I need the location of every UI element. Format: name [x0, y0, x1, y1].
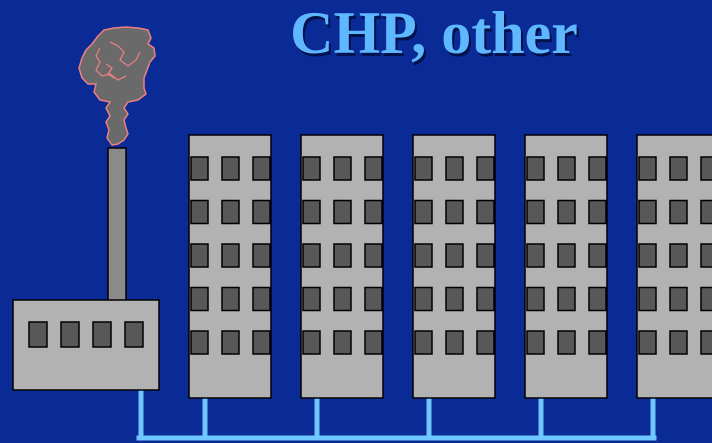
building-window [589, 331, 606, 354]
building-window [222, 331, 239, 354]
apartment-buildings [189, 135, 712, 398]
building-window [527, 157, 544, 180]
building-window [589, 201, 606, 224]
apartment-building [413, 135, 495, 398]
building-window [558, 288, 575, 311]
building-window [670, 288, 687, 311]
building-window [303, 201, 320, 224]
smoke-cloud [79, 27, 155, 145]
building-window [527, 244, 544, 267]
building-window [253, 244, 270, 267]
building-window [303, 331, 320, 354]
building-window [701, 201, 712, 224]
building-window [558, 157, 575, 180]
smoke-plume [79, 27, 155, 145]
building-window [365, 157, 382, 180]
building-window [701, 288, 712, 311]
building-window [191, 244, 208, 267]
building-window [191, 201, 208, 224]
plant-window [29, 322, 47, 347]
building-window [589, 157, 606, 180]
building-window [446, 244, 463, 267]
apartment-building [301, 135, 383, 398]
apartment-building [525, 135, 607, 398]
building-window [334, 288, 351, 311]
building-window [334, 331, 351, 354]
building-window [477, 157, 494, 180]
building-window [303, 244, 320, 267]
building-window [222, 201, 239, 224]
building-window [415, 331, 432, 354]
building-window [253, 201, 270, 224]
building-window [253, 331, 270, 354]
building-window [253, 288, 270, 311]
apartment-building [637, 135, 712, 398]
building-window [222, 288, 239, 311]
building-window [365, 244, 382, 267]
building-window [446, 288, 463, 311]
building-window [639, 244, 656, 267]
chp-power-plant [13, 300, 159, 390]
building-window [191, 331, 208, 354]
building-window [670, 201, 687, 224]
building-window [589, 288, 606, 311]
building-window [365, 288, 382, 311]
building-window [670, 244, 687, 267]
building-window [477, 288, 494, 311]
building-window [334, 201, 351, 224]
building-window [446, 201, 463, 224]
building-window [701, 331, 712, 354]
plant-window [93, 322, 111, 347]
building-window [303, 288, 320, 311]
building-window [701, 157, 712, 180]
building-window [334, 157, 351, 180]
building-window [477, 244, 494, 267]
building-window [670, 331, 687, 354]
building-window [527, 288, 544, 311]
building-window [191, 157, 208, 180]
building-window [477, 201, 494, 224]
building-window [558, 331, 575, 354]
building-window [415, 157, 432, 180]
building-window [222, 157, 239, 180]
building-window [639, 201, 656, 224]
building-window [365, 331, 382, 354]
building-window [558, 244, 575, 267]
building-window [701, 244, 712, 267]
building-window [415, 288, 432, 311]
building-window [222, 244, 239, 267]
building-window [527, 331, 544, 354]
building-window [253, 157, 270, 180]
chimney [108, 148, 126, 302]
building-window [639, 288, 656, 311]
building-window [415, 201, 432, 224]
building-window [365, 201, 382, 224]
building-window [639, 157, 656, 180]
plant-window [125, 322, 143, 347]
building-window [558, 201, 575, 224]
building-window [446, 157, 463, 180]
building-window [415, 244, 432, 267]
building-window [446, 331, 463, 354]
building-window [303, 157, 320, 180]
building-window [191, 288, 208, 311]
apartment-building [189, 135, 271, 398]
building-window [477, 331, 494, 354]
building-window [670, 157, 687, 180]
building-window [334, 244, 351, 267]
plant-window [61, 322, 79, 347]
building-window [527, 201, 544, 224]
building-window [639, 331, 656, 354]
building-window [589, 244, 606, 267]
